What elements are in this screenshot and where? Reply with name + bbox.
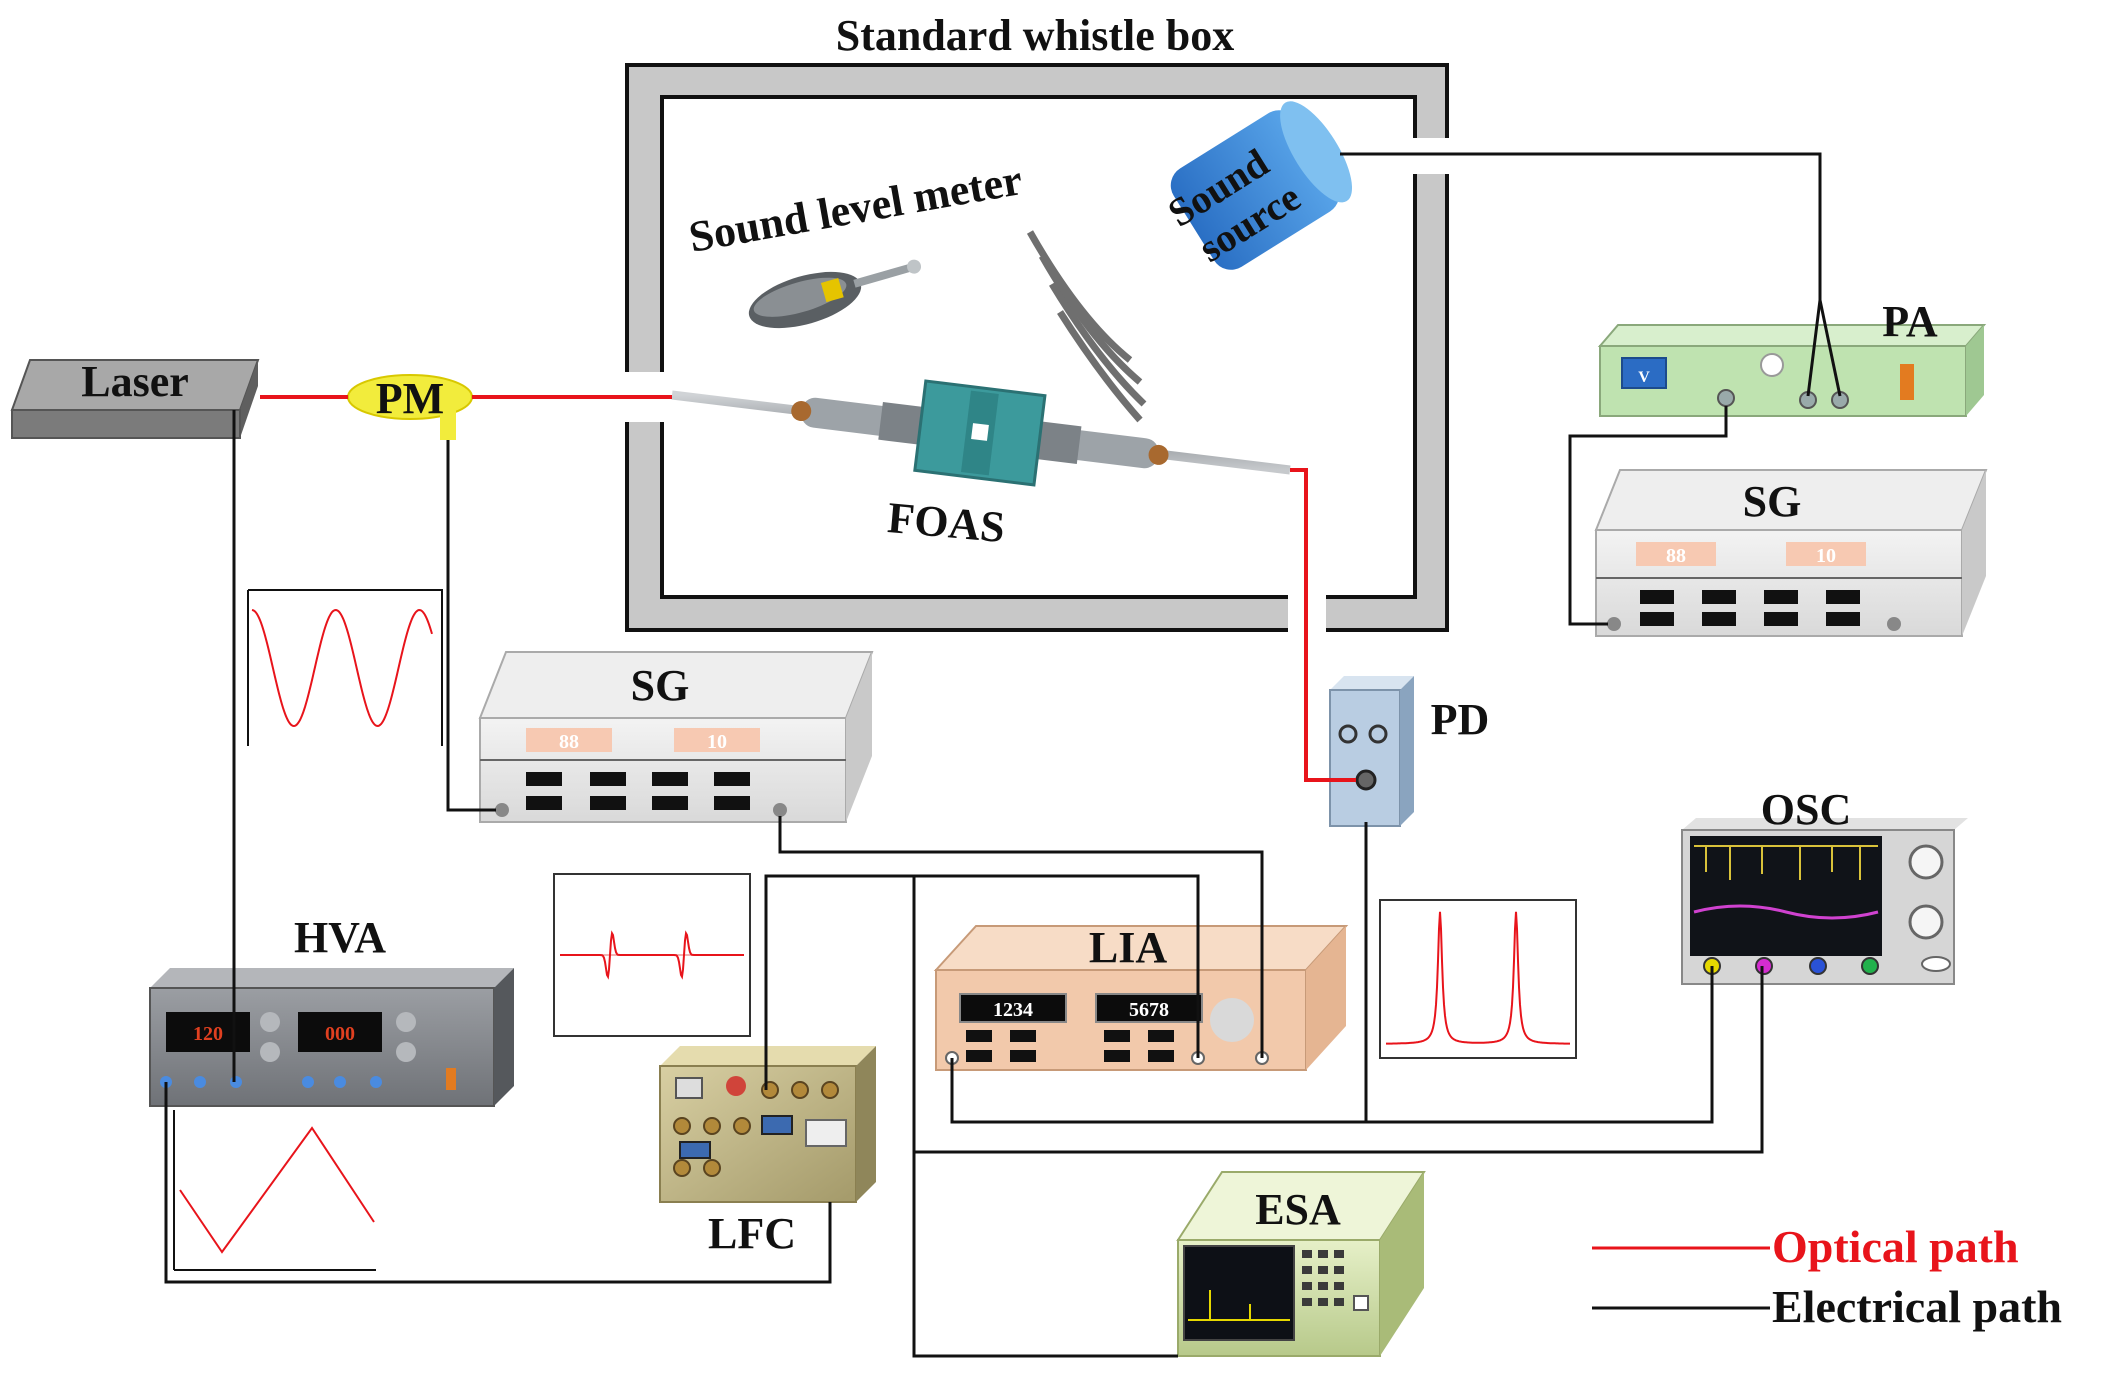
derivative-pulse-inset bbox=[553, 873, 751, 1037]
oscilloscope: OSC bbox=[1681, 785, 1968, 985]
hva-display-2: 000 bbox=[325, 1023, 355, 1045]
lia-display-1: 1234 bbox=[993, 999, 1033, 1021]
foas: FOAS bbox=[671, 379, 1291, 552]
pa-label: PA bbox=[1882, 297, 1938, 346]
high-voltage-amplifier: 120 000 HVA bbox=[149, 913, 514, 1107]
pa-meter-label: V bbox=[1638, 369, 1650, 386]
hva-display-1: 120 bbox=[193, 1023, 223, 1045]
sg-mid-display-1: 88 bbox=[559, 731, 579, 753]
lfc-label: LFC bbox=[708, 1209, 796, 1258]
sg-right-display-2: 10 bbox=[1816, 545, 1836, 567]
legend-electrical-label: Electrical path bbox=[1772, 1281, 2062, 1332]
electrical-path-lines bbox=[164, 152, 1842, 1358]
esa-label: ESA bbox=[1255, 1185, 1341, 1234]
signal-generator-right: 88 10 SG bbox=[1594, 469, 1988, 637]
sound-level-meter-icon bbox=[748, 259, 922, 329]
hva-label: HVA bbox=[294, 913, 386, 962]
esa: ESA bbox=[1176, 1171, 1426, 1357]
sg-mid-label: SG bbox=[631, 661, 690, 710]
triangle-wave-inset bbox=[173, 1110, 376, 1271]
osc-label: OSC bbox=[1761, 785, 1851, 834]
pm-label: PM bbox=[376, 374, 444, 423]
photodetector: PD bbox=[1329, 676, 1490, 827]
laser: Laser bbox=[10, 357, 260, 439]
lia-label: LIA bbox=[1089, 923, 1167, 972]
sg-right-display-1: 88 bbox=[1666, 545, 1686, 567]
sound-waves bbox=[1026, 230, 1147, 423]
lock-in-amplifier: 1234 5678 LIA bbox=[933, 923, 1349, 1071]
sg-mid-display-2: 10 bbox=[707, 731, 727, 753]
sine-wave-inset bbox=[247, 589, 443, 746]
lia-display-2: 5678 bbox=[1129, 999, 1169, 1021]
sg-right-label: SG bbox=[1743, 477, 1802, 526]
peak-spectrum-inset bbox=[1379, 899, 1577, 1059]
pd-label: PD bbox=[1431, 695, 1490, 744]
standard-whistle-box: Standard whistle box bbox=[620, 11, 1456, 638]
lfc: LFC bbox=[659, 1046, 876, 1258]
legend-optical-label: Optical path bbox=[1772, 1221, 2019, 1272]
box-title: Standard whistle box bbox=[836, 11, 1235, 60]
sound-source: Sound source bbox=[1160, 101, 1353, 271]
foas-label: FOAS bbox=[886, 493, 1007, 552]
signal-generator-middle: 88 10 SG bbox=[478, 651, 874, 823]
optical-path-lines bbox=[260, 395, 1356, 782]
pa: V PA bbox=[1597, 297, 1987, 417]
laser-label: Laser bbox=[81, 357, 189, 406]
legend: Optical path Electrical path bbox=[1592, 1221, 2062, 1332]
pm: PM bbox=[347, 374, 473, 440]
